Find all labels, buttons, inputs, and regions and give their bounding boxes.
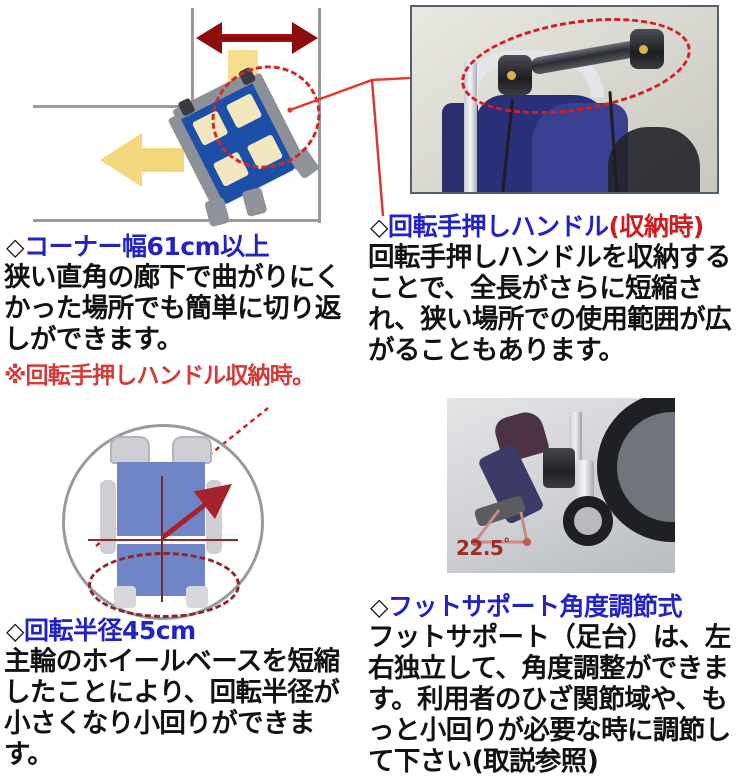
wall-right <box>318 8 321 223</box>
body-turning-radius: 主輪のホイールベースを短縮したことにより、回転半径が小さくなり小回りができます。 <box>4 646 340 770</box>
wall-bottom <box>33 219 321 222</box>
joint-screw <box>507 71 516 80</box>
foot-support-photo <box>447 398 675 573</box>
heading-corner-width: ◇コーナー幅61cm以上 <box>6 232 270 261</box>
handle-pivot-joint <box>498 55 532 95</box>
diamond-bullet-icon: ◇ <box>6 617 24 645</box>
body-corner-width: 狭い直角の廊下で曲がりにくかった場所でも簡単に切り返しができます。 <box>4 262 341 355</box>
armrest-left <box>100 480 116 554</box>
handle-pivot-joint <box>630 29 664 69</box>
joint-screw <box>639 45 648 54</box>
arrow-shaft <box>218 34 296 42</box>
arrow-tail <box>138 148 184 172</box>
rear-wheel <box>608 127 700 192</box>
heading-foot-support: ◇フットサポート角度調節式 <box>370 592 683 621</box>
arrow-head-right <box>292 22 318 54</box>
degree-symbol-icon: ° <box>503 536 510 552</box>
caster-wheel <box>241 186 268 218</box>
turning-circle <box>62 424 264 620</box>
caster-wheel <box>563 496 613 546</box>
body-foot-support: フットサポート（足台）は、左右独立して、角度調整ができます。利用者のひざ関節域や… <box>368 622 731 777</box>
center-axis-horizontal <box>88 539 238 541</box>
push-handle <box>172 436 212 464</box>
angle-value: 22.5 <box>456 536 504 560</box>
frame-tube <box>464 59 477 192</box>
diamond-bullet-icon: ◇ <box>370 213 388 241</box>
rotating-push-handle-photo <box>410 5 719 194</box>
wall-corner-vertical <box>191 8 194 108</box>
heading-turning-radius-label: 回転半径45cm <box>23 616 196 645</box>
caster-fork <box>575 460 594 506</box>
heading-rotating-handle-sublabel: (収納時) <box>608 212 704 241</box>
heading-turning-radius: ◇回転半径45cm <box>6 616 196 645</box>
corridor-corner-diagram <box>0 0 340 228</box>
motion-arrow-left-icon <box>100 133 184 187</box>
foot-support-hinge <box>543 448 575 488</box>
heading-rotating-handle: ◇回転手押しハンドル(収納時) <box>370 212 704 241</box>
wall-corner-horizontal <box>33 105 194 108</box>
turning-radius-diagram <box>62 424 264 620</box>
corridor-width-arrow-icon <box>196 22 318 54</box>
arrow-head-left <box>196 22 222 54</box>
heading-corner-width-label: コーナー幅61cm以上 <box>23 232 270 261</box>
note-corner-width: ※回転手押しハンドル収納時。 <box>4 363 315 389</box>
arrow-tip <box>100 133 142 187</box>
radius-arrow-icon <box>160 483 232 540</box>
diamond-bullet-icon: ◇ <box>6 233 24 261</box>
heading-foot-support-label: フットサポート角度調節式 <box>387 592 683 621</box>
diamond-bullet-icon: ◇ <box>370 593 388 621</box>
heading-rotating-handle-label: 回転手押しハンドル <box>387 212 609 241</box>
body-rotating-handle: 回転手押しハンドルを収納することで、全長がさらに短縮され、狭い場所での使用範囲が… <box>368 242 731 366</box>
push-handle <box>110 436 150 464</box>
foot-support-angle-label: 22.5° <box>456 536 510 560</box>
wheelbase-highlight-ellipse <box>88 552 240 618</box>
angle-measure-icon <box>471 509 531 546</box>
